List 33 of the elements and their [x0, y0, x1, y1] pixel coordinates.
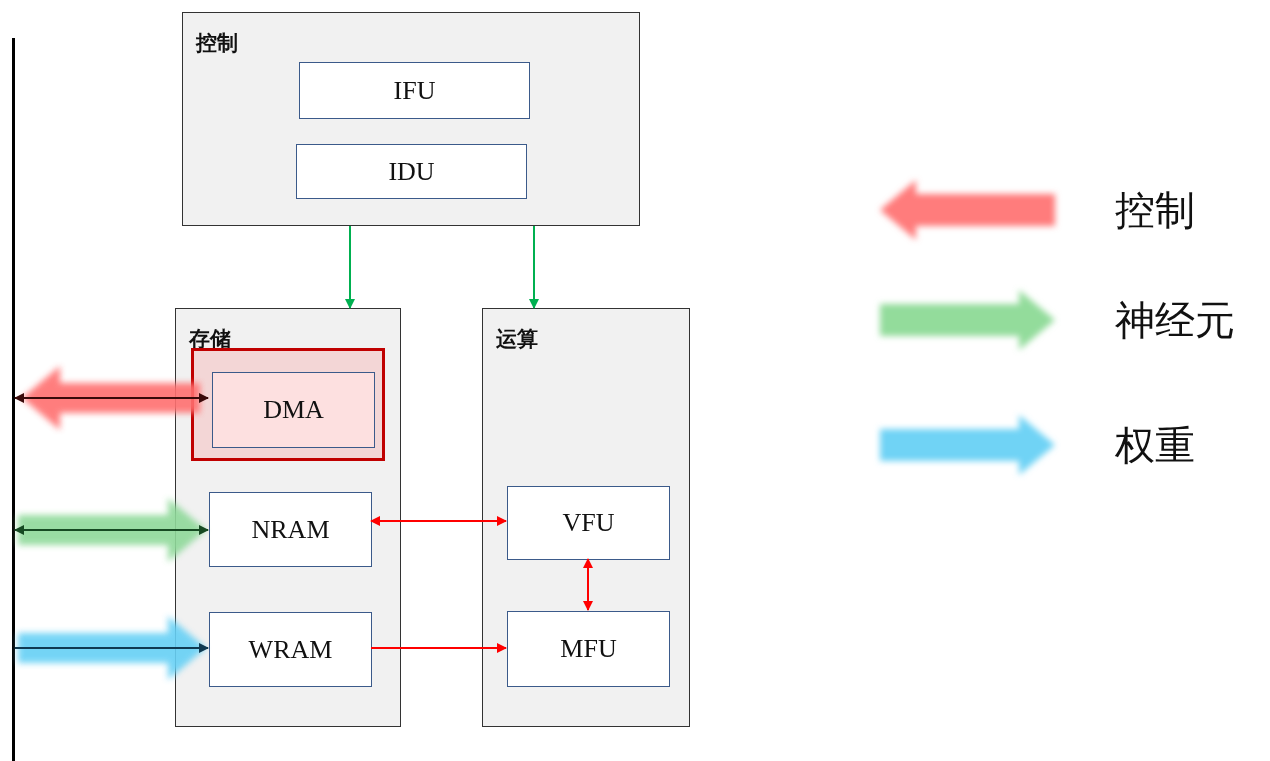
module-panel: [175, 308, 401, 727]
block-arrow: [14, 366, 209, 430]
unit-box: [507, 486, 670, 560]
module-title: 控制: [196, 30, 238, 57]
module-title: 存储: [189, 326, 231, 353]
arrow: [345, 225, 355, 309]
unit-box: [299, 62, 530, 119]
arrow: [370, 643, 507, 653]
arrow: [370, 516, 507, 526]
unit-label: NRAM: [251, 514, 330, 545]
module-panel: [182, 12, 640, 226]
module-panel: [482, 308, 690, 727]
block-arrow: [14, 616, 209, 680]
unit-label: IDU: [388, 156, 435, 187]
unit-box: [507, 611, 670, 687]
unit-label: VFU: [562, 508, 615, 538]
unit-box: [209, 612, 372, 687]
module-title: 运算: [496, 326, 538, 353]
legend-label: 神经元: [1115, 296, 1235, 345]
unit-box: [296, 144, 527, 199]
legend-label: 控制: [1115, 186, 1195, 235]
unit-box: [209, 492, 372, 567]
unit-label: IFU: [393, 75, 436, 106]
bus-line: [12, 38, 15, 761]
unit-label: WRAM: [248, 634, 333, 665]
unit-label: MFU: [560, 634, 617, 664]
arrow: [583, 558, 593, 611]
unit-label: DMA: [263, 395, 324, 425]
unit-box: [212, 372, 375, 448]
highlight-frame: [191, 348, 385, 461]
block-arrow: [14, 498, 209, 562]
legend-label: 权重: [1115, 421, 1195, 470]
arrow: [529, 225, 539, 309]
